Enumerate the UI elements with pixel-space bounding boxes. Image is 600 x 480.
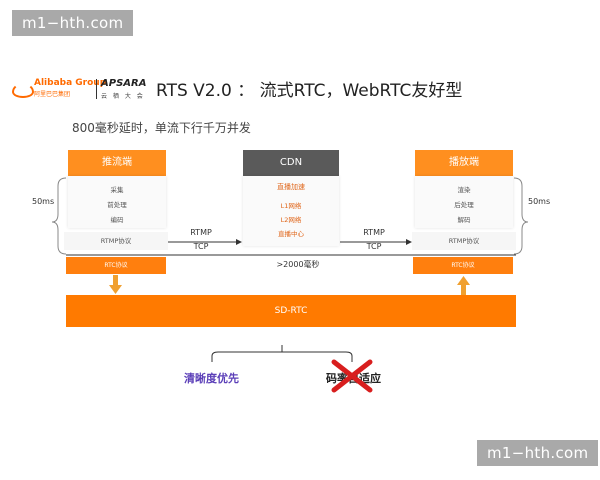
logo-divider	[96, 79, 97, 99]
play-rtmp-protocol: RTMP协议	[412, 232, 516, 250]
apsara-logo-text: APSARA	[101, 78, 147, 89]
left-latency-bracket	[51, 177, 67, 255]
delay-label: >2000毫秒	[276, 260, 320, 269]
left-down-arrow-head	[109, 285, 122, 294]
watermark-top: m1−hth.com	[12, 10, 134, 36]
right-up-arrow-head	[457, 276, 470, 285]
bottom-bracket	[211, 351, 353, 362]
play-end-steps: 渲染 后处理 解码	[415, 176, 513, 228]
push-rtmp-protocol: RTMP协议	[64, 232, 168, 250]
clarity-priority-label: 清晰度优先	[184, 372, 239, 385]
cross-out-icon	[331, 359, 373, 393]
push-rtc-protocol: RTC协议	[66, 257, 166, 274]
left-to-cdn-arrowhead	[236, 239, 242, 245]
alibaba-logo-subtext: 阿里巴巴集团	[34, 91, 71, 98]
play-end-header: 播放端	[415, 150, 513, 176]
cdn-header: CDN	[243, 150, 339, 176]
cdn-to-right-arrowhead	[406, 239, 412, 245]
push-step-1: 采集	[110, 186, 124, 194]
apsara-logo-subtext: 云 栖 大 会	[101, 93, 145, 100]
right-latency-bracket	[513, 177, 529, 255]
play-step-1: 渲染	[457, 186, 471, 194]
right-link-protocol: RTMP	[363, 228, 385, 237]
alibaba-logo-text: Alibaba Group	[34, 78, 107, 88]
left-down-arrow-shaft	[113, 275, 118, 286]
push-latency-label: 50ms	[32, 197, 55, 206]
push-end-header: 推流端	[68, 150, 166, 176]
cdn-item-3: L2网络	[280, 216, 302, 224]
push-step-2: 前处理	[107, 201, 127, 209]
cdn-item-4: 直播中心	[278, 230, 304, 238]
push-step-3: 编码	[110, 216, 124, 224]
push-end-steps: 采集 前处理 编码	[68, 176, 166, 228]
watermark-bottom: m1−hth.com	[477, 440, 599, 466]
brand-logos: Alibaba Group 阿里巴巴集团 APSARA 云 栖 大 会	[12, 78, 146, 100]
left-link-transport: TCP	[193, 242, 209, 251]
play-latency-label: 50ms	[528, 197, 551, 206]
right-up-arrow-shaft	[461, 284, 466, 295]
cdn-item-1: 直播加速	[277, 183, 305, 191]
cdn-item-2: L1网络	[280, 202, 302, 210]
play-step-2: 后处理	[454, 201, 474, 209]
slide-title: RTS V2.0 ： 流式RTC，WebRTC友好型	[156, 81, 463, 101]
cdn-items: 直播加速 L1网络 L2网络 直播中心	[243, 176, 339, 246]
play-rtc-protocol: RTC协议	[413, 257, 513, 274]
play-step-3: 解码	[457, 216, 471, 224]
alibaba-logo-icon	[12, 83, 34, 98]
slide-subtitle: 800毫秒延时，单流下行千万并发	[72, 121, 251, 135]
right-link-transport: TCP	[366, 242, 382, 251]
sd-rtc-bar: SD-RTC	[66, 295, 516, 327]
left-link-protocol: RTMP	[190, 228, 212, 237]
